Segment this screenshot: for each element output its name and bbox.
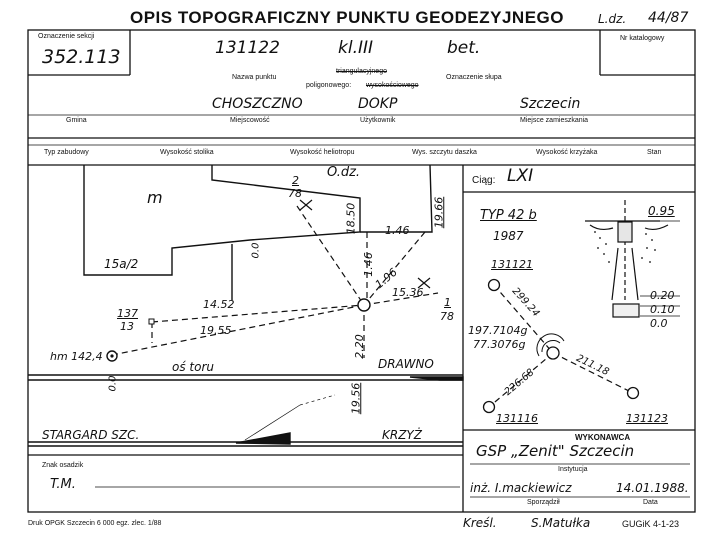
soil-hatch: [594, 231, 656, 263]
depth-leaders: [640, 220, 680, 317]
executor-label: WYKONAWCA: [575, 433, 631, 442]
dist-220: 2.20: [352, 334, 366, 359]
locality-value: CHOSZCZNO: [212, 96, 303, 112]
survey-lines: [111, 205, 439, 358]
marker-type: bet.: [447, 38, 481, 58]
date-value: 14.01.1988.: [616, 481, 689, 495]
sketch-point-1-78: 78: [440, 310, 454, 323]
col-status: Stan: [647, 149, 662, 156]
col-roof-height: Wys. szczytu daszka: [412, 149, 477, 156]
traverse-value: LXI: [507, 166, 534, 186]
sketch-label-m: m: [147, 188, 163, 207]
date-label: Data: [643, 499, 658, 506]
angle-2: 77.3076g: [473, 338, 526, 351]
monument-section: [585, 200, 669, 318]
dist-00-building: 0.0: [250, 242, 262, 259]
ldz-value: 44/87: [648, 10, 689, 26]
outer-frame: [27, 29, 696, 513]
dist-1452: 14.52: [203, 298, 235, 311]
col-heliotrope-height: Wysokość heliotropu: [290, 149, 355, 156]
angle-sketch-lines: [488, 284, 634, 408]
building-outline: [83, 164, 433, 300]
track-axis-label: oś toru: [172, 360, 214, 374]
traverse-label: Ciąg:: [472, 175, 496, 186]
institution-label: Instytucja: [558, 466, 588, 473]
sketch-point-78: 78: [288, 187, 302, 200]
owner-value: T.M.: [50, 477, 76, 492]
neighbor-point-a: 131121: [491, 258, 533, 271]
residence-label: Miejsce zamieszkania: [520, 117, 589, 124]
depth-top: 0.95: [648, 204, 675, 218]
drafter-label: Sporządził: [527, 499, 560, 506]
point-name: 131122: [215, 38, 280, 58]
direction-krzyz: KRZYŻ: [382, 428, 422, 442]
institution-value: GSP „Zenit" Szczecin: [476, 442, 635, 460]
owner-label: Znak osadzik: [42, 462, 84, 469]
kresl-value: S.Matułka: [531, 516, 591, 530]
dist-1850: 18.50: [344, 202, 358, 235]
depth-1: 0.20: [650, 289, 675, 302]
dist-146a: 1.46: [385, 224, 410, 237]
section-value: 352.113: [42, 46, 121, 68]
depth-3: 0.0: [650, 317, 668, 330]
station-point-symbol: [106, 298, 371, 362]
dist-1956: 19.56: [349, 382, 363, 415]
lot-number: 15a/2: [104, 257, 139, 271]
direction-drawno: DRAWNO: [378, 357, 434, 371]
target-markers: [299, 199, 431, 289]
col-building-type: Typ zabudowy: [44, 149, 89, 156]
marker-label: Oznaczenie słupa: [446, 74, 502, 81]
locality-label: Miejscowość: [230, 117, 270, 124]
print-note: Druk OPGK Szczecin 6 000 egz. zlec. 1/88: [28, 520, 162, 527]
drafter-value: inż. I.mackiewicz: [470, 481, 572, 495]
neighbor-point-b: 131116: [496, 412, 538, 425]
depth-2: 0.10: [650, 303, 675, 316]
monument-year: 1987: [493, 229, 524, 243]
dist-1536: 15.36: [392, 286, 424, 299]
height-label: wysokościowego: [366, 82, 419, 89]
form-title: OPIS TOPOGRAFICZNY PUNKTU GEODEZYJNEGO: [130, 8, 564, 27]
gmina-label: Gmina: [66, 117, 87, 124]
col-cross-height: Wysokość krzyżaka: [536, 149, 598, 156]
form-code: GUGiK 4-1-23: [622, 519, 680, 529]
catalog-label: Nr katalogowy: [620, 35, 665, 42]
angle-1: 197.7104g: [468, 324, 528, 337]
point-name-label: Nazwa punktu: [232, 74, 277, 81]
monument-type: TYP 42 b: [480, 208, 537, 223]
section-label: Oznaczenie sekcji: [38, 33, 95, 40]
residence-value: Szczecin: [520, 96, 581, 112]
railway: [28, 374, 464, 447]
angle-sketch-points: [482, 278, 640, 414]
ldz-label: L.dz.: [598, 12, 627, 26]
neighbor-point-c: 131123: [626, 412, 668, 425]
sketch-point-1: 1: [444, 296, 451, 309]
dist-00-track: 0.0: [107, 375, 119, 392]
sketch-point-137: 137: [117, 307, 138, 320]
triangulation-label: triangulacyjnego: [336, 68, 387, 75]
kresl-label: Kreśl.: [463, 516, 497, 530]
direction-stargard: STARGARD SZC.: [42, 428, 140, 442]
dist-1966: 19.66: [432, 196, 446, 229]
user-value: DOKP: [358, 96, 398, 112]
sketch-label-odz: O.dz.: [327, 165, 361, 180]
sketch-point-13: 13: [120, 320, 134, 333]
polygon-label: poligonowego:: [306, 82, 352, 89]
point-class: kl.III: [338, 38, 374, 58]
sketch-point-2: 2: [292, 174, 299, 187]
dist-146b: 1.46: [361, 252, 375, 277]
user-label: Użytkownik: [360, 117, 396, 124]
hectometer-label: hm 142,4: [50, 350, 103, 363]
dist-1955: 19.55: [200, 324, 232, 337]
col-table-height: Wysokość stolika: [160, 149, 214, 156]
